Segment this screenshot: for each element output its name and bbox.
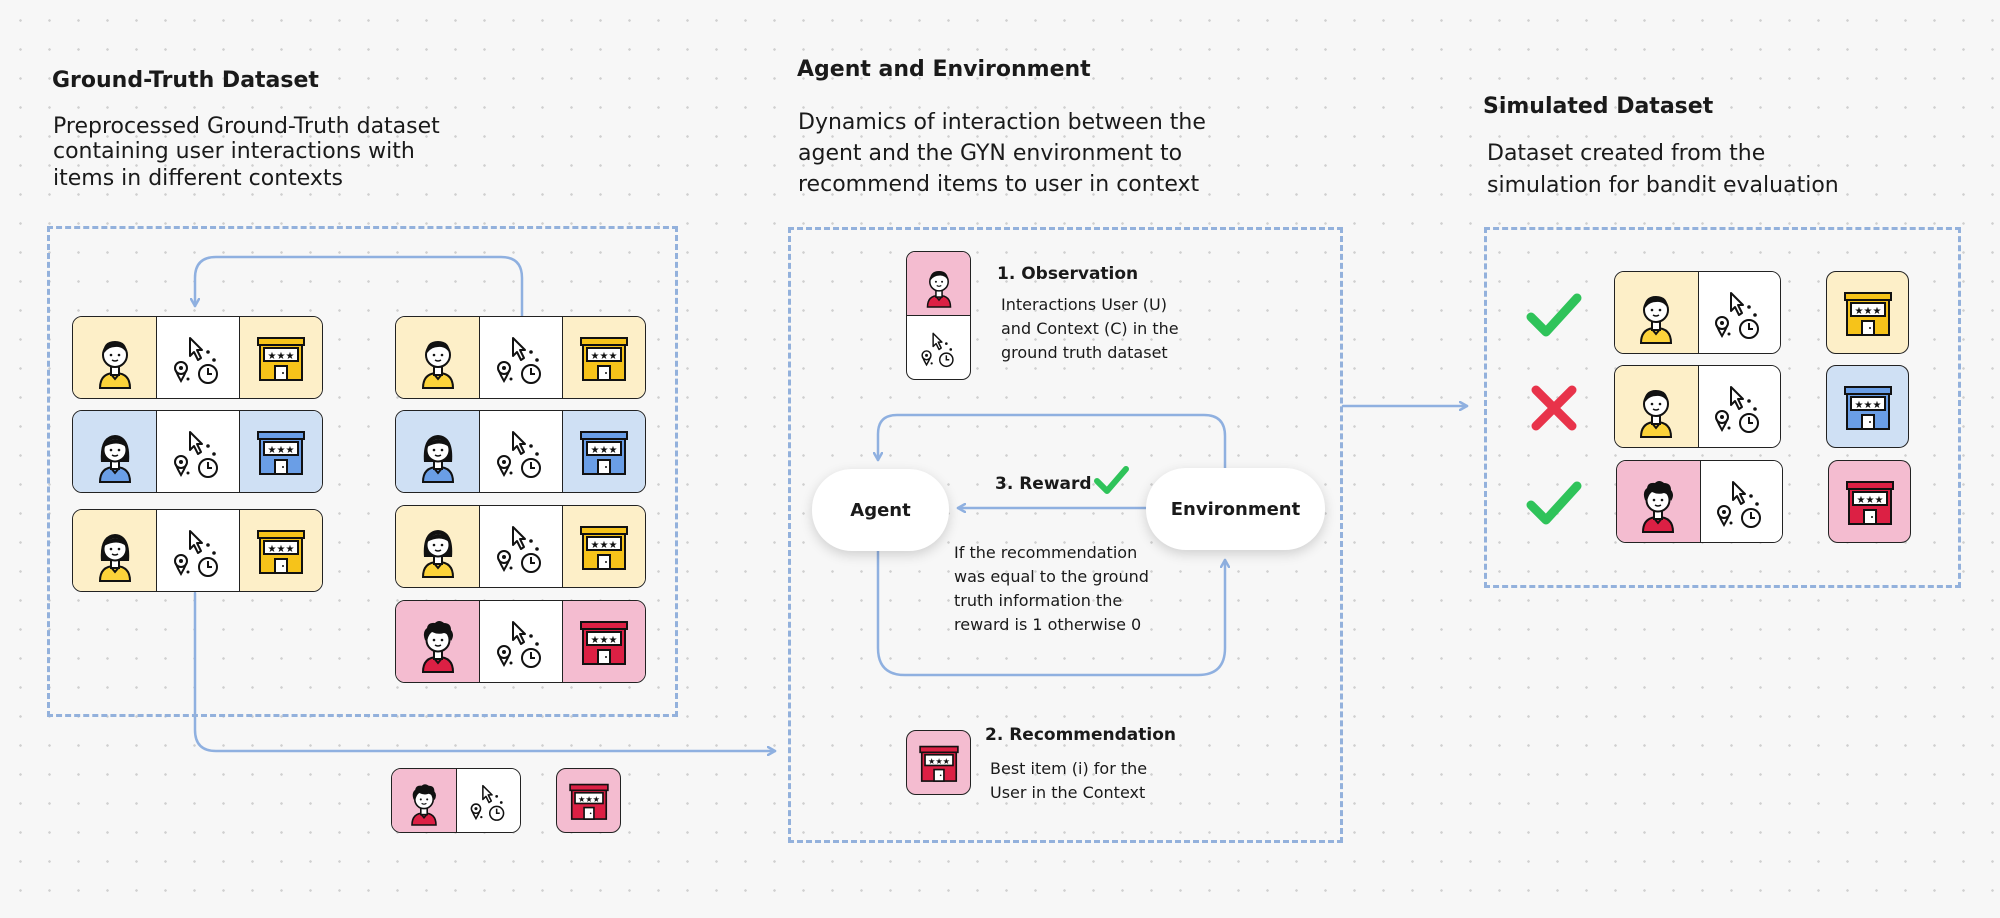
user-avatar-icon xyxy=(1615,366,1698,447)
observation-card xyxy=(906,251,971,380)
user-avatar-icon xyxy=(396,506,479,587)
svg-text:★★★: ★★★ xyxy=(591,351,618,362)
ground-truth-frame xyxy=(47,226,678,717)
svg-text:★★★: ★★★ xyxy=(591,445,618,456)
simulated-dataset-frame xyxy=(1484,227,1961,588)
check-icon xyxy=(1522,287,1586,347)
user-avatar-icon xyxy=(392,769,456,832)
dataset-row: ★★★ xyxy=(395,316,646,399)
loop-arrow xyxy=(195,255,524,318)
svg-text:★★★: ★★★ xyxy=(268,351,295,362)
agent-node: Agent xyxy=(812,469,949,551)
observation-description: Interactions User (U) and Context (C) in… xyxy=(1001,295,1179,362)
env-to-agent-top-arrow xyxy=(878,413,1227,470)
store-item-icon: ★★★ xyxy=(239,510,322,591)
reward-description: If the recommendation was equal to the g… xyxy=(954,543,1149,634)
user-avatar-icon xyxy=(907,252,970,316)
agent-environment-description: Dynamics of interaction between the agen… xyxy=(798,110,1206,197)
check-icon xyxy=(1522,475,1586,535)
dataset-row: ★★★ xyxy=(395,410,646,493)
store-item-icon: ★★★ xyxy=(562,506,645,587)
store-item-icon: ★★★ xyxy=(556,768,621,833)
svg-text:★★★: ★★★ xyxy=(577,793,599,803)
dataset-row: ★★★ xyxy=(72,316,323,399)
store-item-icon: ★★★ xyxy=(562,317,645,398)
dataset-row xyxy=(1616,460,1783,543)
sample-user-context xyxy=(391,768,521,833)
svg-text:★★★: ★★★ xyxy=(591,635,618,646)
reward-title: 3. Reward xyxy=(995,474,1092,494)
context-location-time-icon xyxy=(456,769,520,832)
user-avatar-icon xyxy=(396,317,479,398)
context-location-time-icon xyxy=(156,411,239,492)
dataset-row: ★★★ xyxy=(395,505,646,588)
store-item-icon: ★★★ xyxy=(906,730,971,795)
store-item-icon: ★★★ xyxy=(239,411,322,492)
agent-to-env-bottom-arrow xyxy=(876,549,1225,677)
context-location-time-icon xyxy=(479,506,562,587)
user-avatar-icon xyxy=(396,411,479,492)
user-avatar-icon xyxy=(1617,461,1700,542)
ground-truth-description: Preprocessed Ground-Truth dataset contai… xyxy=(53,114,440,191)
store-item-icon: ★★★ xyxy=(1826,271,1909,354)
context-location-time-icon xyxy=(156,510,239,591)
store-item-icon: ★★★ xyxy=(1828,460,1911,543)
dataset-row: ★★★ xyxy=(72,509,323,592)
dataset-row xyxy=(1614,365,1781,448)
dataset-row: ★★★ xyxy=(72,410,323,493)
recommendation-title: 2. Recommendation xyxy=(985,725,1177,745)
context-location-time-icon xyxy=(479,411,562,492)
user-avatar-icon xyxy=(396,601,479,682)
context-location-time-icon xyxy=(156,317,239,398)
svg-text:★★★: ★★★ xyxy=(591,540,618,551)
svg-text:★★★: ★★★ xyxy=(1856,495,1883,506)
context-location-time-icon xyxy=(1697,272,1780,353)
svg-text:★★★: ★★★ xyxy=(268,445,295,456)
store-item-icon: ★★★ xyxy=(239,317,322,398)
svg-text:★★★: ★★★ xyxy=(268,544,295,555)
user-avatar-icon xyxy=(1615,272,1698,353)
context-location-time-icon xyxy=(907,316,970,379)
context-location-time-icon xyxy=(479,317,562,398)
svg-text:★★★: ★★★ xyxy=(927,755,949,765)
context-location-time-icon xyxy=(1699,461,1782,542)
store-item-icon: ★★★ xyxy=(562,411,645,492)
simulated-dataset-description: Dataset created from the simulation for … xyxy=(1487,141,1839,198)
recommendation-description: Best item (i) for the User in the Contex… xyxy=(990,759,1148,802)
store-item-icon: ★★★ xyxy=(562,601,645,682)
cross-icon xyxy=(1528,382,1580,438)
user-avatar-icon xyxy=(73,411,156,492)
gt-to-agent-arrow xyxy=(193,591,777,751)
context-location-time-icon xyxy=(1697,366,1780,447)
user-avatar-icon xyxy=(73,317,156,398)
dataset-row: ★★★ xyxy=(395,600,646,683)
context-location-time-icon xyxy=(479,601,562,682)
observation-title: 1. Observation xyxy=(997,264,1139,284)
svg-text:★★★: ★★★ xyxy=(1854,306,1881,317)
agent-environment-title: Agent and Environment xyxy=(797,57,1091,82)
check-icon xyxy=(1092,462,1132,502)
store-item-icon: ★★★ xyxy=(1826,365,1909,448)
svg-text:★★★: ★★★ xyxy=(1854,400,1881,411)
environment-node: Environment xyxy=(1146,468,1325,550)
agent-environment-frame xyxy=(788,227,1343,843)
dataset-row xyxy=(1614,271,1781,354)
user-avatar-icon xyxy=(73,510,156,591)
simulated-dataset-title: Simulated Dataset xyxy=(1483,94,1714,119)
ground-truth-title: Ground-Truth Dataset xyxy=(52,68,319,93)
